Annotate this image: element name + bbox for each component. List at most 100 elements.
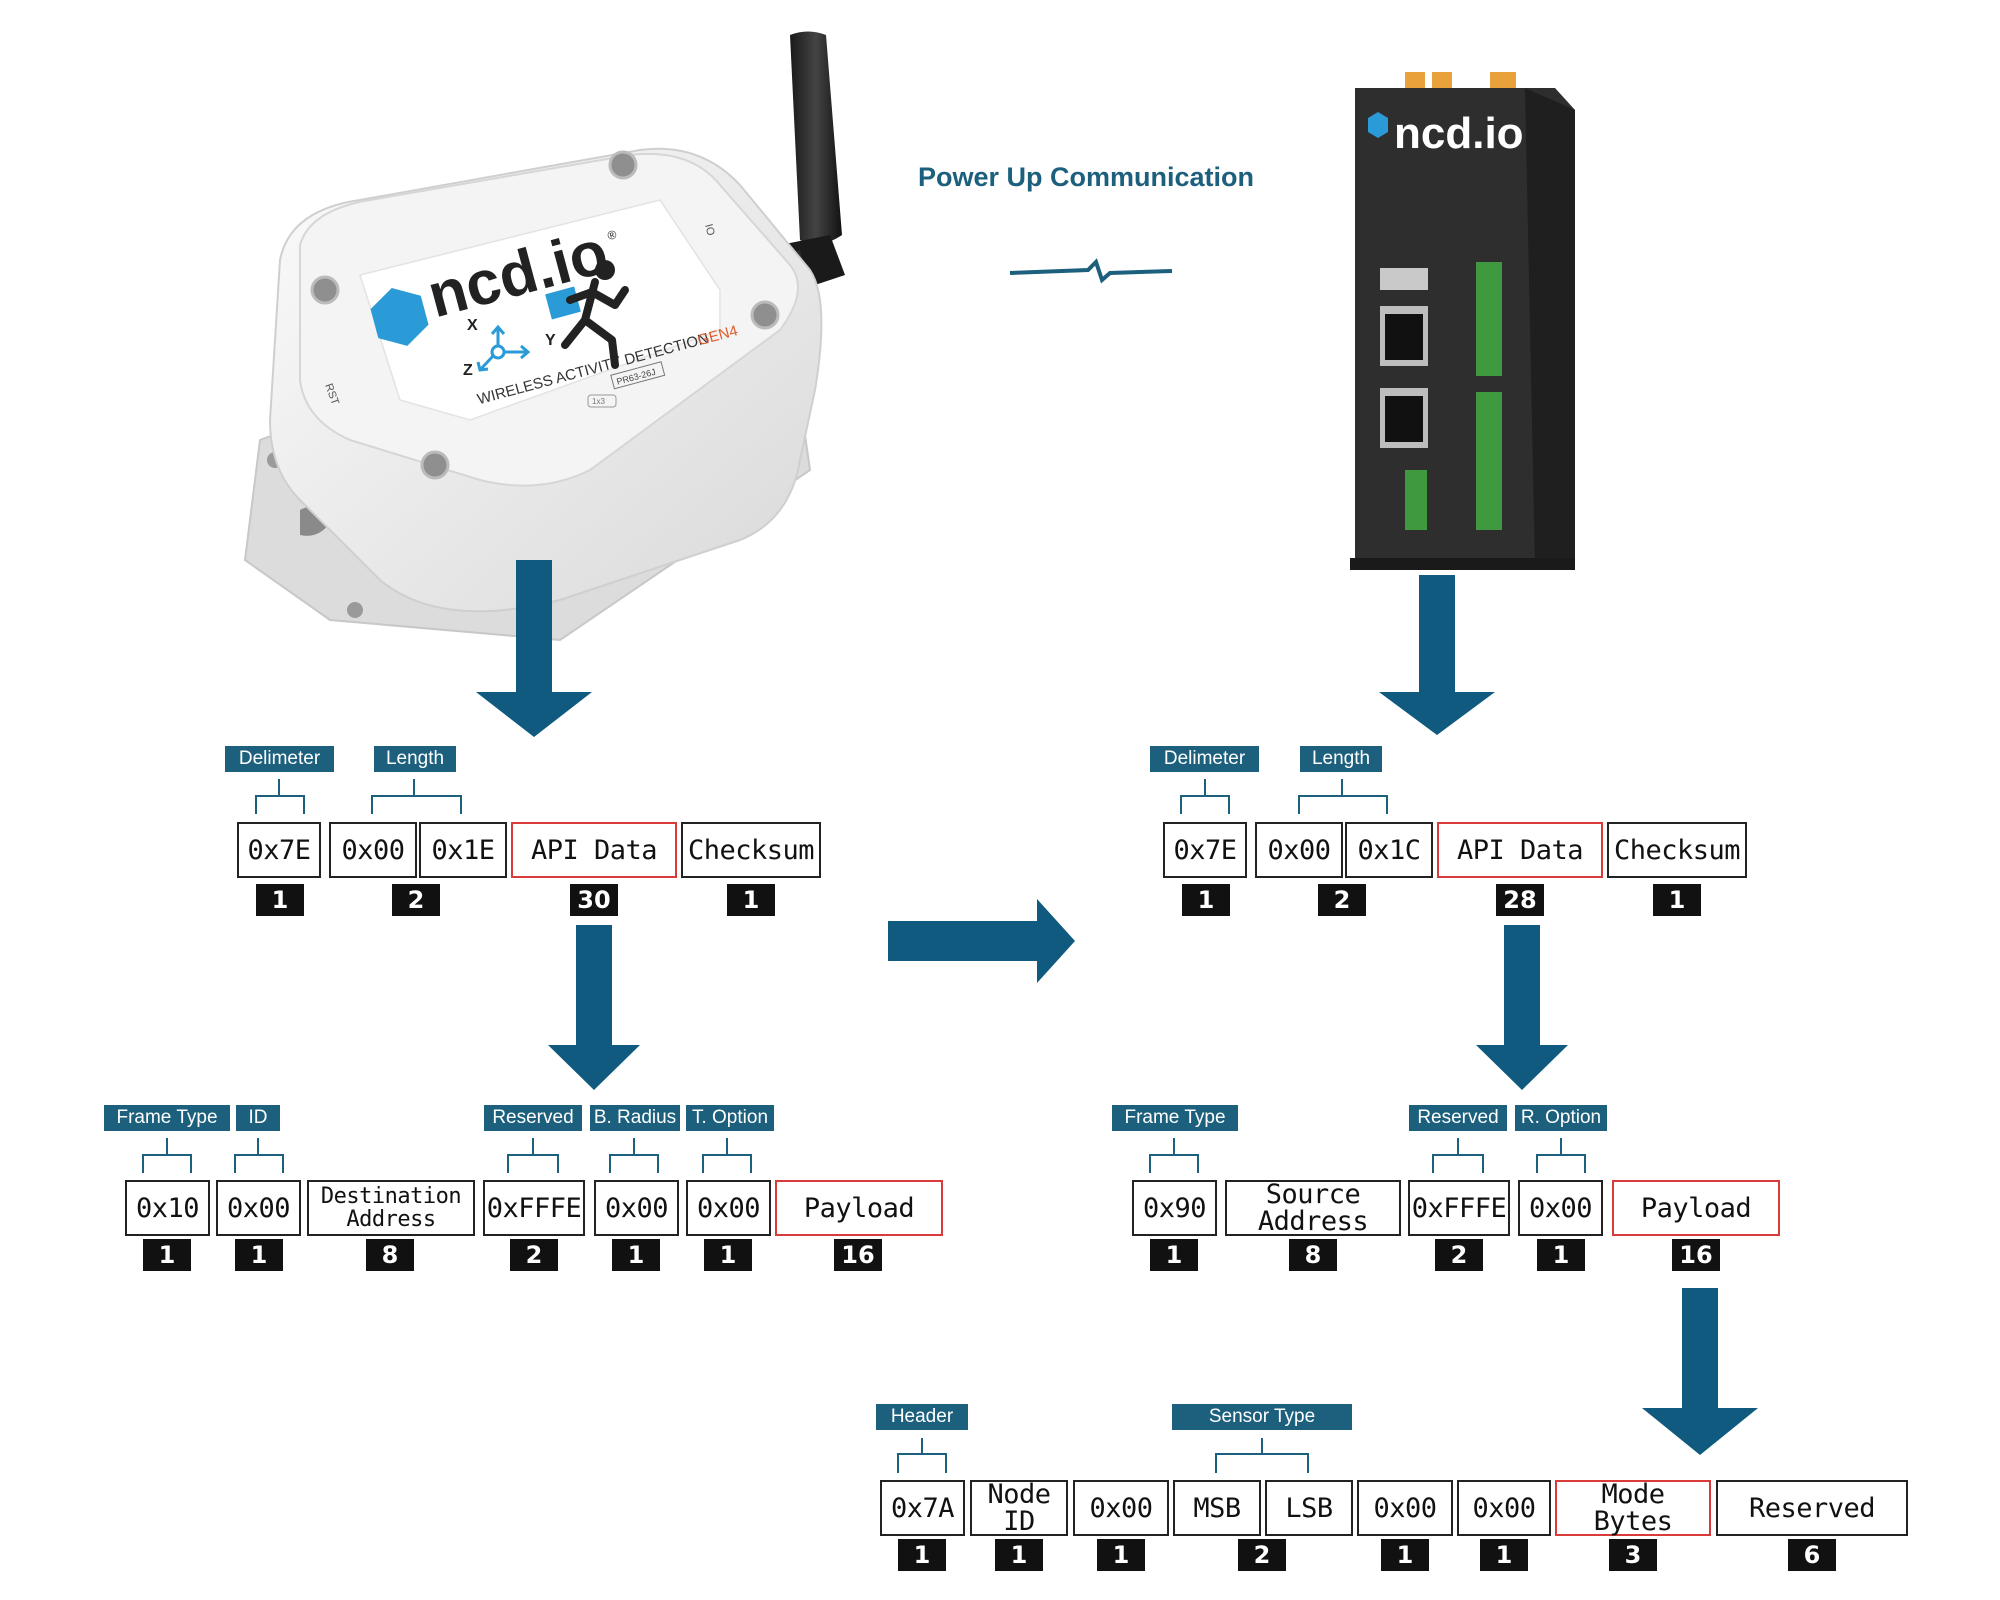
field-box: 0x00: [1357, 1480, 1453, 1536]
byte-count: 1: [1653, 884, 1701, 916]
terminal-block-icon: [1405, 470, 1427, 530]
terminal-block-icon: [1476, 392, 1502, 530]
byte-count: 1: [1480, 1539, 1528, 1571]
byte-count: 3: [1609, 1539, 1657, 1571]
field-box: Checksum: [1607, 822, 1747, 878]
diagram-title: Power Up Communication: [918, 162, 1255, 192]
screw-icon: [420, 450, 450, 480]
field-box: 0x00: [1457, 1480, 1551, 1536]
byte-count: 1: [727, 884, 775, 916]
byte-count: 1: [898, 1539, 946, 1571]
label-header: Header: [876, 1404, 968, 1430]
field-box: Reserved: [1716, 1480, 1908, 1536]
byte-count: 8: [366, 1239, 414, 1271]
byte-count: 6: [1788, 1539, 1836, 1571]
field-box: 0xFFFE: [483, 1180, 585, 1236]
running-person-icon: [545, 260, 629, 369]
label-t-option: T. Option: [686, 1105, 774, 1131]
field-box: 0x7E: [1163, 822, 1247, 878]
field-box: 0x00: [329, 822, 417, 878]
byte-count: 28: [1496, 884, 1544, 916]
byte-count: 16: [1672, 1239, 1720, 1271]
io-label: IO: [702, 223, 717, 238]
field-box: 0x00: [216, 1180, 301, 1236]
byte-count: 2: [510, 1239, 558, 1271]
label-id: ID: [236, 1105, 280, 1131]
field-box: LSB: [1265, 1480, 1353, 1536]
byte-count: 1: [256, 884, 304, 916]
byte-count: 1: [1150, 1239, 1198, 1271]
svg-text:Z: Z: [463, 362, 473, 379]
byte-count: 30: [570, 884, 618, 916]
byte-count: 8: [1289, 1239, 1337, 1271]
field-box-highlight: Payload: [775, 1180, 943, 1236]
terminal-block-icon: [1476, 262, 1502, 376]
byte-count: 2: [1238, 1539, 1286, 1571]
screw-icon: [310, 275, 340, 305]
field-box: Checksum: [681, 822, 821, 878]
ncd-logo-icon: [370, 287, 429, 346]
label-r-option: R. Option: [1515, 1105, 1607, 1131]
field-box: 0x90: [1132, 1180, 1217, 1236]
arrow-down-icon: [1379, 575, 1495, 735]
wireless-signal-icon: [1009, 258, 1173, 284]
field-box: 0x00: [686, 1180, 771, 1236]
gateway-brand: ncd.io: [1394, 109, 1524, 158]
field-box: 0xFFFE: [1408, 1180, 1510, 1236]
label-length: Length: [374, 746, 456, 772]
byte-count: 1: [1097, 1539, 1145, 1571]
field-box-highlight: Mode Bytes: [1555, 1480, 1711, 1536]
field-box: 0x7E: [237, 822, 321, 878]
label-delimeter: Delimeter: [225, 746, 334, 772]
byte-count: 2: [1435, 1239, 1483, 1271]
field-box: MSB: [1173, 1480, 1261, 1536]
svg-text:Y: Y: [545, 332, 556, 349]
screw-icon: [608, 150, 638, 180]
byte-count: 2: [1318, 884, 1366, 916]
label-frame-type: Frame Type: [104, 1105, 230, 1131]
field-box: 0x1C: [1345, 822, 1433, 878]
label-frame-type: Frame Type: [1112, 1105, 1238, 1131]
xyz-axes-icon: X Y Z: [463, 317, 556, 379]
byte-count: 16: [834, 1239, 882, 1271]
field-box-highlight: API Data: [511, 822, 677, 878]
field-box: 0x00: [1518, 1180, 1603, 1236]
field-box: 0x10: [125, 1180, 210, 1236]
field-box: 0x00: [594, 1180, 679, 1236]
field-box: Source Address: [1225, 1180, 1401, 1236]
arrow-down-icon: [1642, 1288, 1758, 1455]
sensor-trademark: ®: [606, 227, 618, 243]
label-reserved: Reserved: [1409, 1105, 1507, 1131]
label-delimeter: Delimeter: [1150, 746, 1259, 772]
byte-count: 1: [1537, 1239, 1585, 1271]
sensor-device: ncd.io ® WIRELESS ACTIVITY DETECTION GEN…: [243, 31, 845, 642]
field-box: 0x00: [1255, 822, 1343, 878]
screw-icon: [750, 300, 780, 330]
label-b-radius: B. Radius: [590, 1105, 680, 1131]
mount-hole-icon: [347, 602, 363, 618]
field-box: 0x1E: [419, 822, 507, 878]
field-box: Node ID: [970, 1480, 1068, 1536]
byte-count: 2: [392, 884, 440, 916]
label-length: Length: [1300, 746, 1382, 772]
field-box: Destination Address: [307, 1180, 475, 1236]
label-sensor-type: Sensor Type: [1172, 1404, 1352, 1430]
field-box-highlight: Payload: [1612, 1180, 1780, 1236]
gateway-device: ncd.io: [1350, 72, 1575, 570]
byte-count: 1: [1381, 1539, 1429, 1571]
field-box-highlight: API Data: [1437, 822, 1603, 878]
field-brackets: [142, 779, 1586, 1473]
arrow-down-icon: [476, 560, 592, 737]
field-box: 0x00: [1073, 1480, 1169, 1536]
byte-count: 1: [1182, 884, 1230, 916]
arrow-right-icon: [888, 899, 1075, 983]
ncd-logo-icon: [1368, 112, 1388, 138]
byte-count: 1: [235, 1239, 283, 1271]
svg-text:X: X: [467, 317, 478, 334]
arrow-down-icon: [548, 925, 640, 1090]
usb-port-icon: [1380, 268, 1428, 290]
field-box: 0x7A: [880, 1480, 965, 1536]
sensor-tag: 1x3: [592, 397, 605, 406]
